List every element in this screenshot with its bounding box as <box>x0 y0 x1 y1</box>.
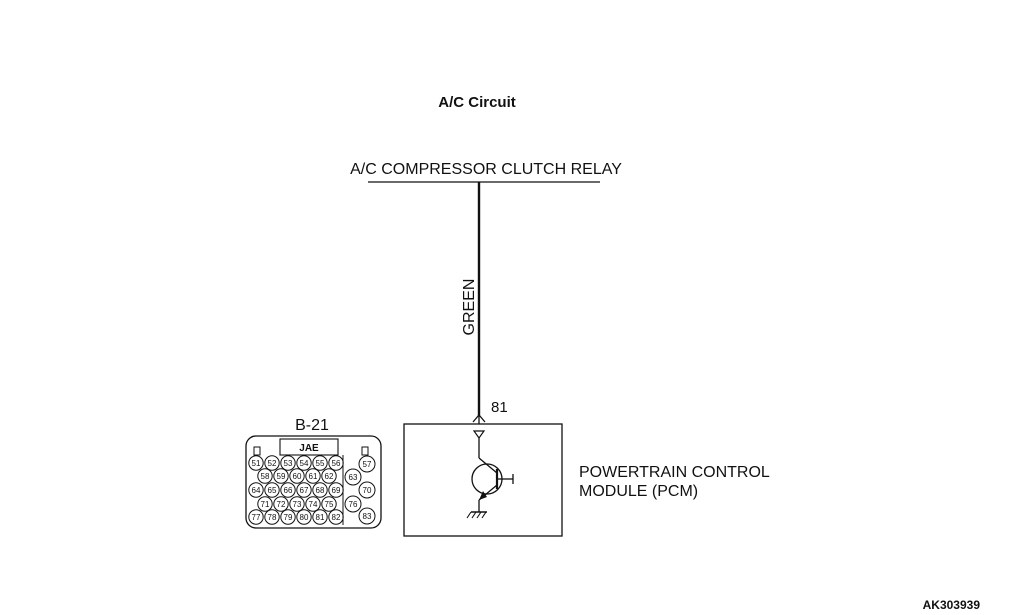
connector-pin-label-83: 83 <box>363 512 372 521</box>
connector-pin-label-68: 68 <box>316 486 325 495</box>
connector-pin-75 <box>321 496 337 512</box>
terminal-triangle-icon <box>472 430 486 440</box>
connector-pin-label-67: 67 <box>300 486 309 495</box>
reference-code: AK303939 <box>923 598 981 612</box>
connector-pin-label-81: 81 <box>316 513 325 522</box>
connector-pin-label-61: 61 <box>309 472 318 481</box>
connector-pin-label-82: 82 <box>332 513 341 522</box>
connector-pin-83 <box>358 507 376 525</box>
connector-pin-56 <box>328 455 344 471</box>
connector-pin-67 <box>296 482 312 498</box>
connector-pin-78 <box>264 509 280 525</box>
connector-pin-53 <box>280 455 296 471</box>
connector-manufacturer: JAE <box>299 443 319 454</box>
connector-body <box>245 435 382 529</box>
connector-tab-left <box>253 446 261 456</box>
connector-b21: JAE 51 52 53 54 55 56 58 59 60 61 62 64 65 66 67 68 69 71… <box>245 435 382 529</box>
connector-pin-66 <box>280 482 296 498</box>
connector-pin-label-71: 71 <box>261 500 270 509</box>
pcm-box <box>403 423 563 537</box>
connector-pin-label-64: 64 <box>252 486 261 495</box>
wire-color-label: GREEN <box>461 279 478 336</box>
connector-pin-76 <box>344 495 362 513</box>
transistor-icon <box>471 457 514 501</box>
connector-pin-64 <box>248 482 264 498</box>
connector-pin-68 <box>312 482 328 498</box>
connector-pin-label-66: 66 <box>284 486 293 495</box>
diagram-title: A/C Circuit <box>438 94 516 111</box>
connector-pin-label-74: 74 <box>309 500 318 509</box>
connector-pin-label-73: 73 <box>293 500 302 509</box>
connector-pin-81 <box>312 509 328 525</box>
connector-pin-74 <box>305 496 321 512</box>
connector-pin-58 <box>257 468 273 484</box>
connector-pin-label-78: 78 <box>268 513 277 522</box>
connector-pin-60 <box>289 468 305 484</box>
connector-pin-label-60: 60 <box>293 472 302 481</box>
connector-pin-82 <box>328 509 344 525</box>
connector-pin-59 <box>273 468 289 484</box>
connector-pin-77 <box>248 509 264 525</box>
connector-tab-right <box>361 446 369 456</box>
connector-pin-label-77: 77 <box>252 513 261 522</box>
connector-pin-label-79: 79 <box>284 513 293 522</box>
pin-number-label: 81 <box>491 399 508 416</box>
connector-pin-label-63: 63 <box>349 473 358 482</box>
connector-pin-label-80: 80 <box>300 513 309 522</box>
relay-label: A/C COMPRESSOR CLUTCH RELAY <box>350 161 622 178</box>
connector-pin-label-51: 51 <box>252 459 261 468</box>
connector-pin-51 <box>248 455 264 471</box>
connector-pin-label-72: 72 <box>277 500 286 509</box>
connector-pin-71 <box>257 496 273 512</box>
connector-pin-63 <box>344 468 362 486</box>
connector-pin-label-57: 57 <box>363 460 372 469</box>
connector-pin-label-69: 69 <box>332 486 341 495</box>
connector-pin-label-65: 65 <box>268 486 277 495</box>
connector-pin-69 <box>328 482 344 498</box>
connector-pin-label-76: 76 <box>349 500 358 509</box>
connector-pin-73 <box>289 496 305 512</box>
connector-pin-label-54: 54 <box>300 459 309 468</box>
connector-pin-label-56: 56 <box>332 459 341 468</box>
connector-latch <box>279 438 339 456</box>
connector-pin-label-52: 52 <box>268 459 277 468</box>
connector-name: B-21 <box>295 417 329 434</box>
connector-pin-52 <box>264 455 280 471</box>
connector-pin-label-53: 53 <box>284 459 293 468</box>
connector-pin-label-62: 62 <box>325 472 334 481</box>
connector-pin-70 <box>358 481 376 499</box>
connector-pin-label-59: 59 <box>277 472 286 481</box>
connector-pin-57 <box>358 455 376 473</box>
connector-pin-65 <box>264 482 280 498</box>
connector-pin-label-70: 70 <box>363 486 372 495</box>
connector-pin-54 <box>296 455 312 471</box>
ground-icon <box>466 511 487 519</box>
connector-pin-label-55: 55 <box>316 459 325 468</box>
connector-pin-label-58: 58 <box>261 472 270 481</box>
connector-pin-80 <box>296 509 312 525</box>
module-label-line2: MODULE (PCM) <box>579 483 698 500</box>
connector-pin-label-75: 75 <box>325 500 334 509</box>
connector-pin-62 <box>321 468 337 484</box>
module-label-line1: POWERTRAIN CONTROL <box>579 464 770 481</box>
connector-pin-55 <box>312 455 328 471</box>
connector-pin-79 <box>280 509 296 525</box>
connector-pin-61 <box>305 468 321 484</box>
connector-pin-72 <box>273 496 289 512</box>
